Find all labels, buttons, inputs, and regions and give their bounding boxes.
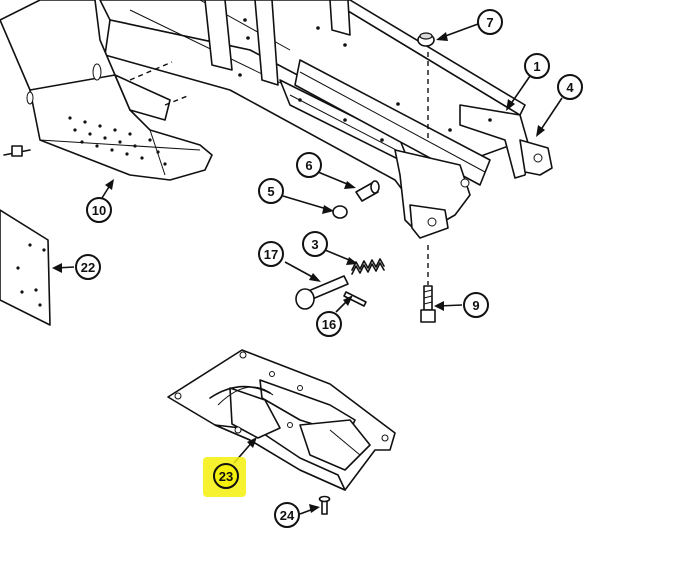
- callout-17[interactable]: 17: [258, 241, 284, 267]
- pin-part-16: [343, 291, 367, 307]
- step-perforations: [68, 116, 167, 166]
- callout-5[interactable]: 5: [258, 178, 284, 204]
- spring-part-3: [351, 258, 385, 275]
- callout-23-label: 23: [219, 469, 233, 484]
- callout-17-label: 17: [264, 247, 278, 262]
- leader-lines: [52, 23, 563, 515]
- callout-24-label: 24: [280, 508, 295, 523]
- screw-part-24: [318, 495, 331, 515]
- callout-24[interactable]: 24: [274, 502, 300, 528]
- callout-3[interactable]: 3: [302, 231, 328, 257]
- floor-plate-part-23: [167, 349, 396, 491]
- callout-7-label: 7: [486, 15, 493, 30]
- pin-part-17: [295, 275, 349, 310]
- callout-1[interactable]: 1: [524, 53, 550, 79]
- step-bolt: [3, 145, 31, 157]
- callout-3-label: 3: [311, 237, 318, 252]
- callout-10-label: 10: [92, 203, 106, 218]
- side-panel: [0, 209, 51, 326]
- callout-22-label: 22: [81, 260, 95, 275]
- callout-5-label: 5: [267, 184, 274, 199]
- callout-1-label: 1: [533, 59, 540, 74]
- bolt-part-9: [420, 285, 436, 323]
- step-assembly: [0, 0, 213, 181]
- callout-9-label: 9: [472, 298, 479, 313]
- callout-22[interactable]: 22: [75, 254, 101, 280]
- callout-6-label: 6: [305, 158, 312, 173]
- callout-9[interactable]: 9: [463, 292, 489, 318]
- callout-4-label: 4: [566, 80, 574, 95]
- callout-6[interactable]: 6: [296, 152, 322, 178]
- frame-rail-assembly: [99, 0, 553, 239]
- nut-part-5: [332, 205, 348, 219]
- callout-16[interactable]: 16: [316, 311, 342, 337]
- pin-part-6: [355, 180, 380, 202]
- callout-10[interactable]: 10: [86, 197, 112, 223]
- nut-part-7: [417, 32, 435, 47]
- callout-4[interactable]: 4: [557, 74, 583, 100]
- callout-23[interactable]: 23: [213, 463, 239, 489]
- callout-7[interactable]: 7: [477, 9, 503, 35]
- callout-16-label: 16: [322, 317, 336, 332]
